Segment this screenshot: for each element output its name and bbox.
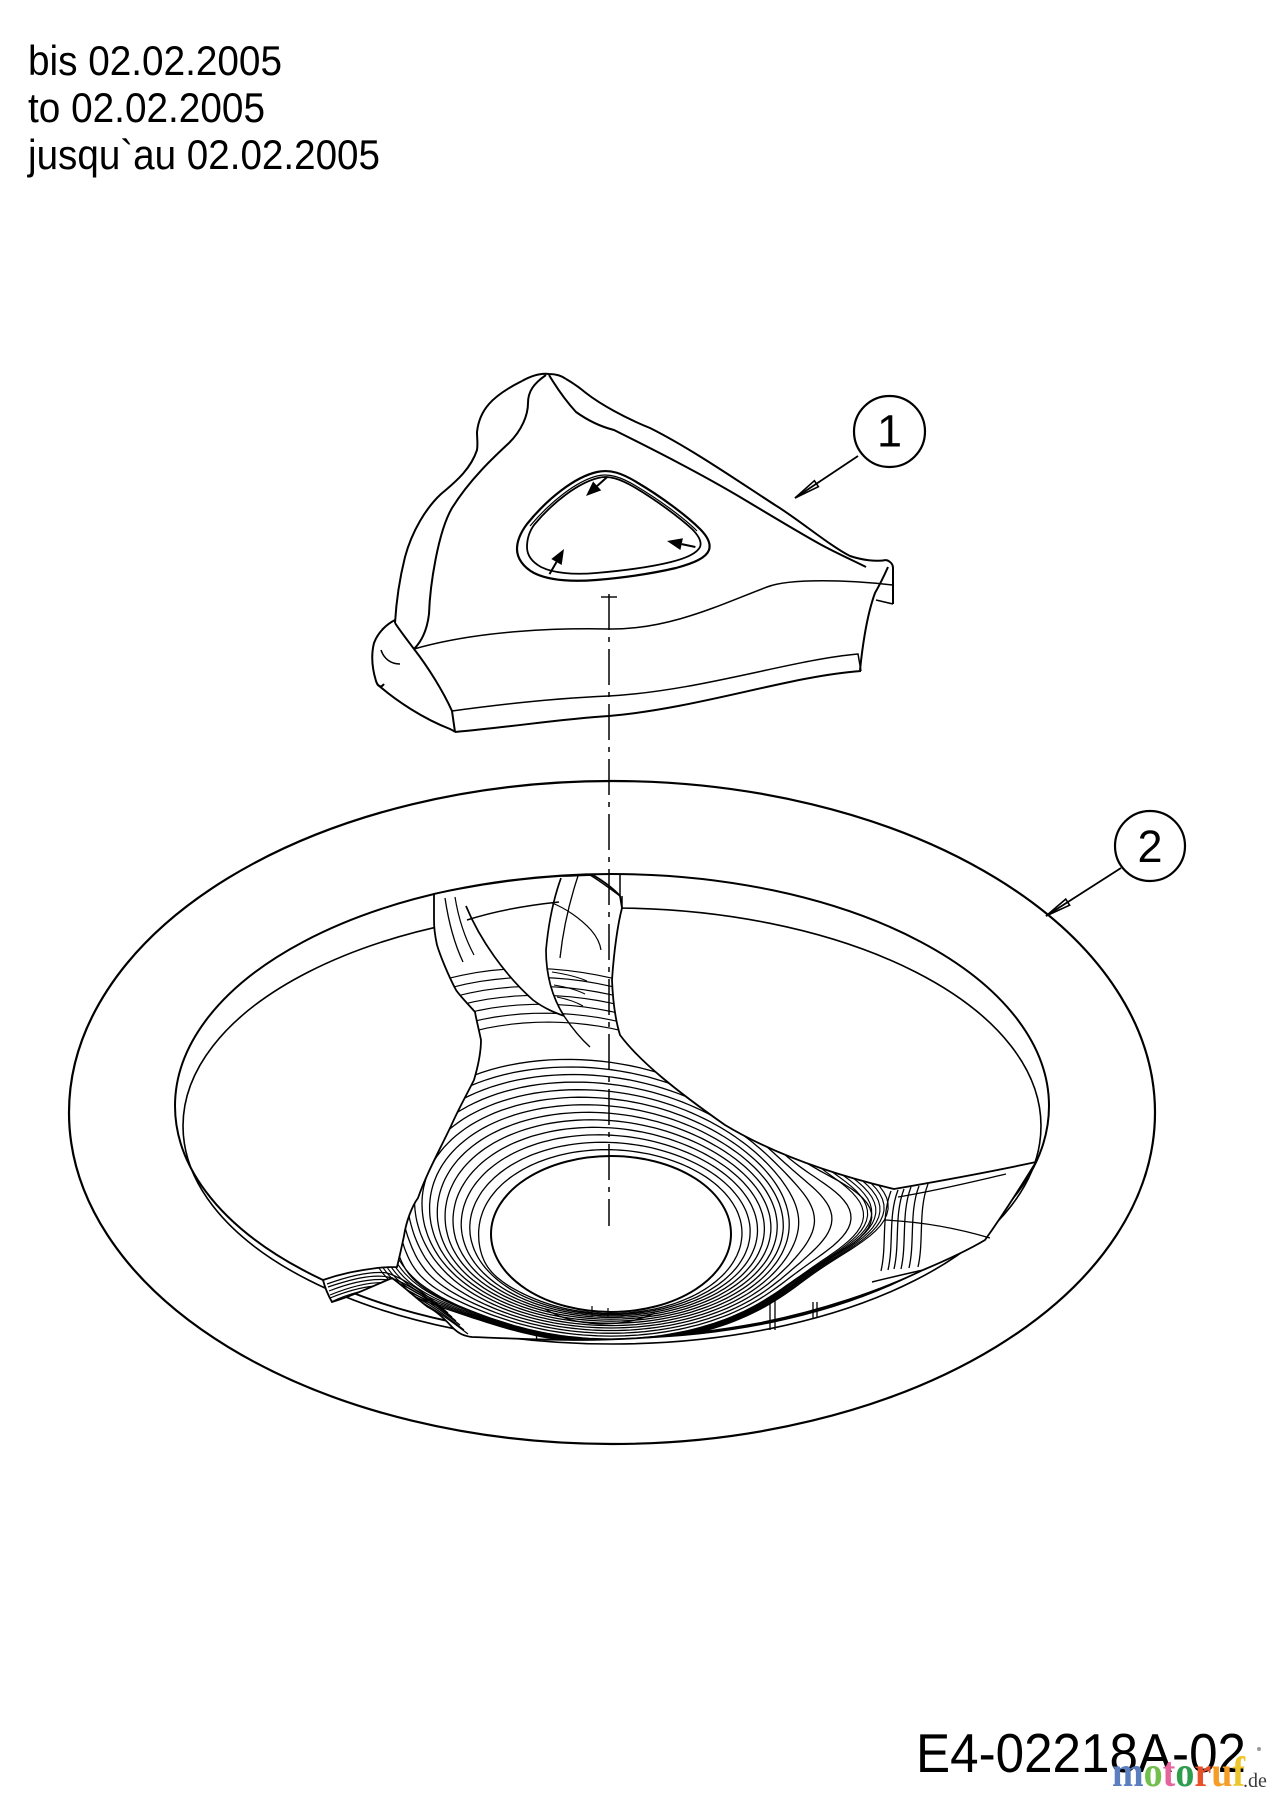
svg-text:bis 02.02.2005: bis 02.02.2005 [28,37,282,84]
svg-text:jusqu`au 02.02.2005: jusqu`au 02.02.2005 [26,131,380,178]
svg-text:to 02.02.2005: to 02.02.2005 [28,84,265,131]
svg-text:E4-02218A-02: E4-02218A-02 [916,1722,1246,1784]
svg-text:2: 2 [1137,821,1162,872]
svg-text:motoruf: motoruf [1112,1750,1246,1796]
svg-text:.de: .de [1243,1770,1267,1792]
svg-text:1: 1 [877,406,902,457]
